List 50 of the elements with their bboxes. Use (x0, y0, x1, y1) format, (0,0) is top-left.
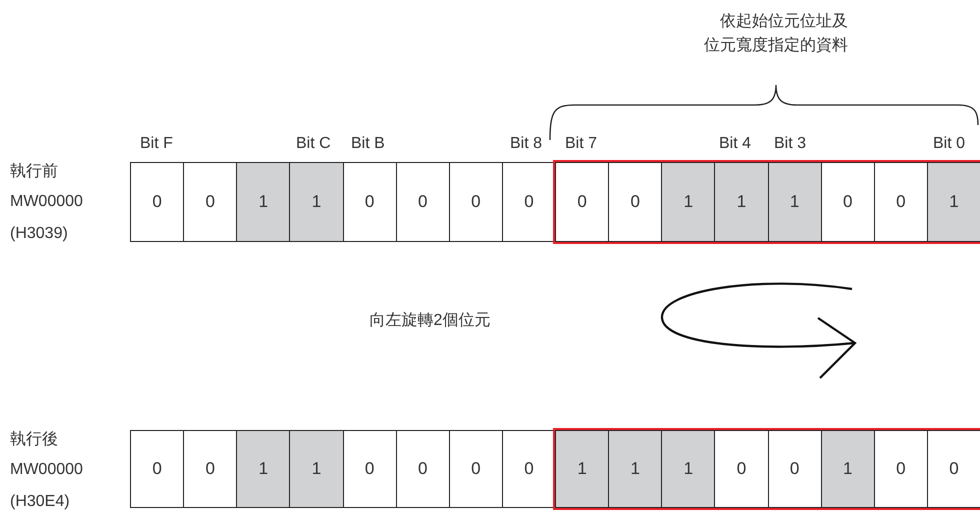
bit-cell: 0 (183, 430, 238, 508)
bit-cell: 0 (874, 162, 928, 242)
hex-value: (H30E4) (10, 492, 70, 512)
bit-cell: 0 (448, 162, 503, 242)
bit-cell: 0 (874, 430, 928, 508)
bit-cell: 1 (661, 430, 716, 508)
bit-cell: 0 (396, 430, 450, 508)
bit-cell: 1 (820, 430, 875, 508)
bit-cell: 1 (608, 430, 662, 508)
bit-cell: 1 (289, 430, 344, 508)
bit-cell: 0 (183, 162, 238, 242)
bit-label: Bit 4 (719, 134, 752, 154)
bit-label: Bit C (296, 134, 331, 154)
bit-cell: 0 (342, 430, 397, 508)
bit-label: Bit 8 (510, 134, 542, 154)
operation-text: 向左旋轉2個位元 (370, 311, 490, 331)
bit-cell: 0 (608, 162, 662, 242)
bit-label: Bit B (351, 134, 385, 154)
bit-cell: 0 (820, 162, 875, 242)
bit-cell: 0 (130, 430, 184, 508)
bit-cell: 1 (289, 162, 344, 242)
bit-cell: 1 (236, 430, 290, 508)
bit-cell: 0 (502, 430, 556, 508)
bit-label: Bit F (140, 134, 173, 154)
hex-value: (H3039) (10, 224, 68, 244)
register-name: MW00000 (10, 460, 83, 480)
bit-cell: 0 (926, 430, 980, 508)
bit-cell: 1 (714, 162, 768, 242)
bit-cell: 0 (130, 162, 184, 242)
bit-cell: 1 (926, 162, 980, 242)
bit-label: Bit 7 (565, 134, 598, 154)
bit-label: Bit 3 (774, 134, 806, 154)
bit-cell: 1 (768, 162, 822, 242)
highlight-frame (553, 428, 980, 510)
bit-cell: 0 (502, 162, 556, 242)
row-label: 執行前 (10, 162, 58, 182)
bit-label: Bit 0 (933, 134, 966, 154)
bit-cell: 0 (448, 430, 503, 508)
row-label: 執行後 (10, 430, 58, 450)
bit-cell: 1 (555, 430, 610, 508)
bit-cell: 0 (555, 162, 610, 242)
annotation-text: 依起始位元位址及位元寬度指定的資料 (703, 12, 849, 56)
bit-cell: 0 (768, 430, 822, 508)
register-name: MW00000 (10, 192, 83, 212)
highlight-frame (553, 160, 980, 244)
bit-cell: 1 (236, 162, 290, 242)
bit-cell: 0 (342, 162, 397, 242)
bit-cell: 1 (661, 162, 716, 242)
bit-cell: 0 (714, 430, 768, 508)
bit-cell: 0 (396, 162, 450, 242)
